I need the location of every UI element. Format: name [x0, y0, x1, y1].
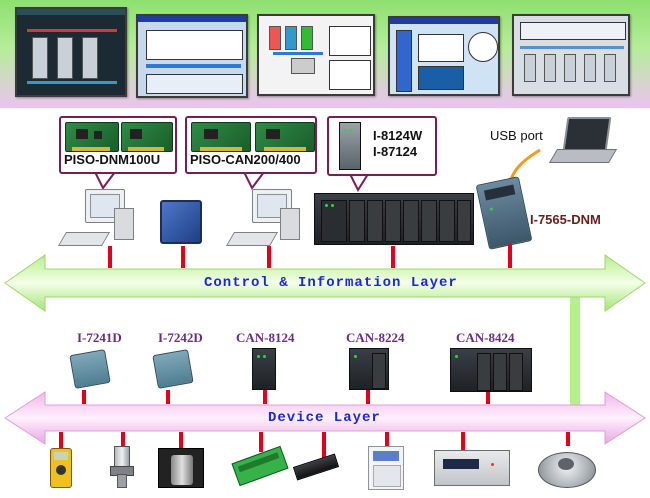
stub-can8124	[263, 390, 267, 404]
stub-pc-2	[267, 246, 271, 268]
proximity-sensor-icon	[158, 448, 204, 488]
stub-field-2	[121, 432, 125, 446]
i7241d-module-icon	[69, 349, 111, 389]
label-i7241d: I-7241D	[77, 330, 122, 345]
label-can8424: CAN-8424	[456, 330, 515, 345]
can8224-module-icon	[349, 348, 389, 390]
stub-rack	[391, 246, 395, 268]
device-layer-arrow	[4, 391, 646, 445]
stub-field-6	[385, 432, 389, 446]
can-card-image-2	[121, 122, 173, 152]
controller-box-icon	[434, 450, 510, 486]
callout-2-label: PISO-CAN200/400	[190, 152, 301, 167]
callout-i8124w	[327, 116, 437, 176]
control-layer-arrow	[4, 254, 646, 312]
power-supply-icon	[368, 446, 404, 490]
stub-field-3	[179, 432, 183, 450]
label-i7242d: I-7242D	[158, 330, 203, 345]
label-can8224: CAN-8224	[346, 330, 405, 345]
hmi-screen-4	[388, 16, 500, 96]
stub-field-8	[566, 432, 570, 446]
stub-gateway	[508, 244, 512, 268]
callout-3-label-line1: I-8124W	[373, 128, 423, 143]
stub-touch-panel	[181, 246, 185, 268]
callout-piso-dnm100u	[59, 116, 177, 174]
module-image	[339, 122, 361, 170]
can8124-module-icon	[252, 348, 276, 390]
stub-can8224	[366, 390, 370, 404]
stub-field-5	[322, 432, 326, 458]
callout-piso-can200-400	[185, 116, 317, 174]
pressure-sensor-icon	[108, 446, 134, 488]
can-card-image	[65, 122, 119, 152]
stub-i7242d	[166, 390, 170, 404]
stub-field-4	[259, 432, 263, 452]
hmi-screen-2	[136, 14, 248, 98]
callout-3-label-line2: I-87124	[373, 144, 418, 159]
i8124w-rack-icon	[314, 193, 474, 245]
stub-i7241d	[82, 390, 86, 404]
device-layer-label: Device Layer	[268, 410, 381, 426]
layer-connector	[570, 294, 580, 406]
stub-field-7	[461, 432, 465, 450]
callout-1-label: PISO-DNM100U	[64, 152, 161, 167]
can-card-image-4	[255, 122, 315, 152]
multimeter-icon	[50, 448, 72, 488]
load-cell-icon	[538, 444, 596, 490]
touch-panel-icon	[160, 200, 202, 244]
can-card-image-3	[191, 122, 251, 152]
label-can8124: CAN-8124	[236, 330, 295, 345]
hmi-screens-band	[0, 0, 650, 108]
control-layer-label: Control & Information Layer	[204, 275, 458, 291]
i7565-dnm-label: I-7565-DNM	[530, 212, 601, 227]
i7242d-module-icon	[152, 349, 194, 389]
can8424-module-icon	[450, 348, 532, 392]
hmi-screen-5	[512, 14, 630, 96]
stub-can8424	[486, 392, 490, 404]
hmi-screen-3	[257, 14, 375, 96]
stub-field-1	[59, 432, 63, 448]
usb-port-label: USB port	[490, 128, 543, 143]
stub-pc-1	[108, 246, 112, 268]
hmi-screen-1	[15, 7, 127, 97]
